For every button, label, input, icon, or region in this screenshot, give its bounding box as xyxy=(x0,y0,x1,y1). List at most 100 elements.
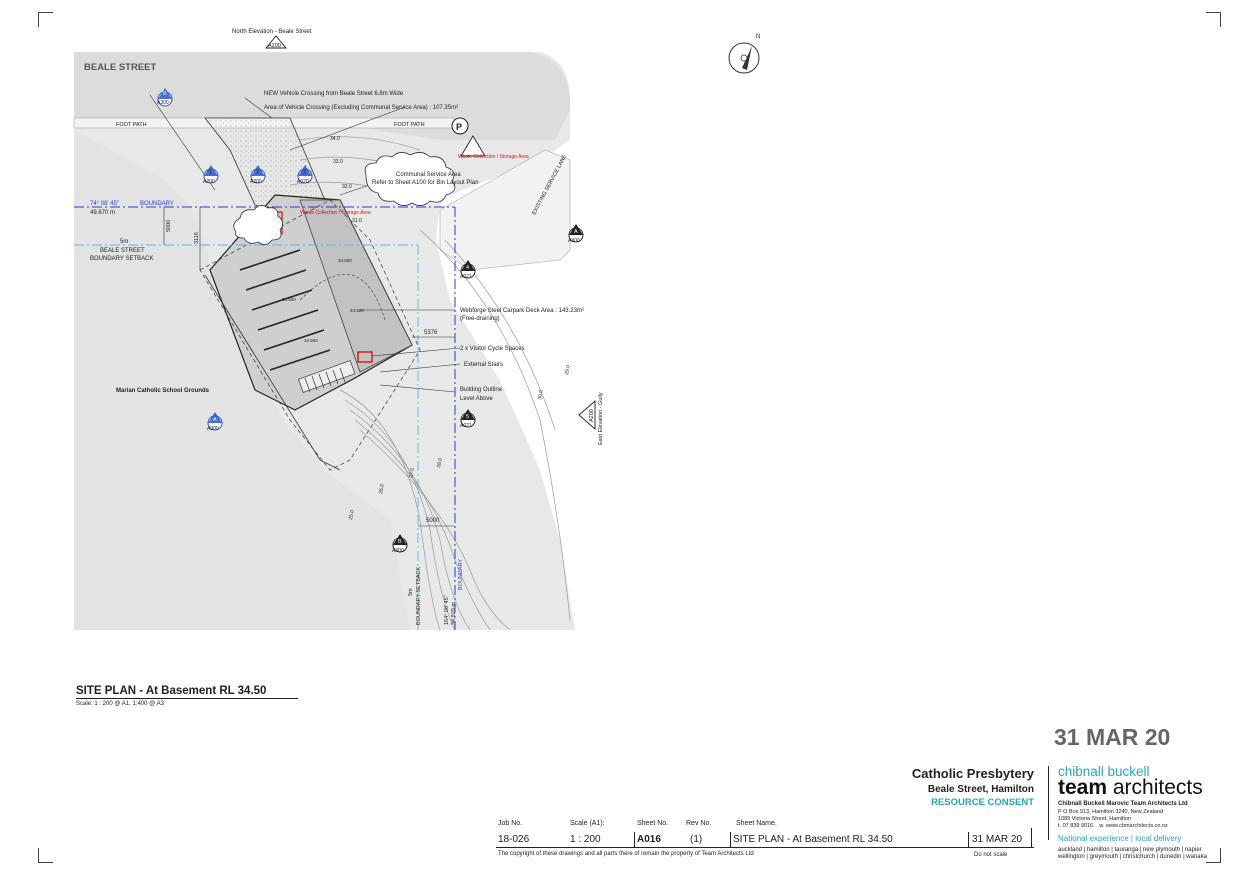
marker-ref-3: A020 xyxy=(297,179,309,185)
firm-phone: t. 07 839 9016 xyxy=(1058,823,1094,829)
external-stairs xyxy=(298,360,356,393)
scale-value: 1 : 200 xyxy=(570,834,601,845)
carpark-note-2: (Free-draining) xyxy=(460,316,500,322)
firm-company: Chibnall Buckell Marovic Team Architects… xyxy=(1058,801,1188,807)
north-symbol: N xyxy=(756,34,760,40)
marker-id-b-bottom: B xyxy=(398,539,402,545)
section-marker-a-left xyxy=(207,412,223,431)
foot-path-label-left: FOOT PATH xyxy=(116,122,147,128)
dimension-lines xyxy=(163,207,455,527)
street-name: BEALE STREET xyxy=(84,62,157,73)
carpark-note-1: Webforge Steel Carpark Deck Area : 143.2… xyxy=(460,308,584,314)
dim-5376: 5376 xyxy=(424,330,438,336)
communal-note-1: Communal Service Area xyxy=(396,172,461,178)
cycle-spaces-box xyxy=(357,351,373,363)
boundary-bearing: 74° 08' 45" xyxy=(90,201,119,207)
communal-note-2: Refer to Sheet A100 for Bin Layout Plan xyxy=(372,180,478,186)
firm-line1: chibnall buckell xyxy=(1058,764,1150,779)
marker-id-a-right: A xyxy=(574,229,578,235)
section-marker-2 xyxy=(250,165,266,184)
job-no: 18-026 xyxy=(498,834,530,845)
sheet-no: A016 xyxy=(637,834,661,845)
vehicle-area-note: Area of Vehicle Crossing (Excluding Comm… xyxy=(264,105,458,111)
boundary-setback-vertical: BOUNDARY SETBACK xyxy=(416,566,422,625)
revision-clouds xyxy=(233,152,456,245)
elevation-marker-north xyxy=(265,35,287,49)
contour-label: 29.0 xyxy=(564,365,572,376)
leader-lines xyxy=(149,94,461,393)
crop-mark-bottom-left xyxy=(38,848,53,863)
setback-label-2: BOUNDARY SETBACK xyxy=(90,256,153,262)
dim-3116: 3116 xyxy=(194,232,200,244)
scale-label: Scale (A1): xyxy=(570,820,605,827)
firm-logo: team architects xyxy=(1058,776,1203,800)
east-elevation-label: East Elevation - Gully xyxy=(598,392,604,445)
level-label: 34.500 xyxy=(350,308,364,313)
title-block-date: 31 MAR 20 xyxy=(972,834,1023,845)
title-block: Job No. 18-026 Scale (A1): 1 : 200 Sheet… xyxy=(496,820,1034,858)
marker-ref-5: A021 xyxy=(460,423,472,429)
outline-note-2: Level Above xyxy=(460,396,493,402)
parking-bays xyxy=(239,249,331,371)
contour-label: 31.0 xyxy=(352,218,362,224)
level-label: 34.500 xyxy=(338,258,352,263)
stairs-note: External Stairs xyxy=(464,362,503,368)
crop-mark-bottom-right xyxy=(1206,848,1221,863)
marker-id-1: 1 xyxy=(209,170,212,176)
project-name: Catholic Presbytery xyxy=(911,766,1034,781)
boundary-label: BOUNDARY xyxy=(140,201,174,207)
firm-line2-rest: architects xyxy=(1107,776,1203,799)
north-elevation-label: North Elevation - Beale Street xyxy=(232,29,312,35)
marker-id-a-left: A xyxy=(213,417,217,423)
section-marker-a-right xyxy=(568,224,584,243)
dim-5000-top: 5000 xyxy=(166,220,172,232)
sheet-name: SITE PLAN - At Basement RL 34.50 xyxy=(733,834,893,845)
drawing-scale: Scale: 1 : 200 @ A1, 1:400 @ A3 xyxy=(76,701,164,707)
school-grounds-label: Marian Catholic School Grounds xyxy=(116,388,210,394)
marker-ref-b-bottom: A300 xyxy=(392,548,404,554)
firm-offices1: auckland | hamilton | tauranga | new ply… xyxy=(1058,847,1202,853)
boundary-vertical: BOUNDARY xyxy=(458,559,464,590)
do-not-scale: Do not scale xyxy=(974,852,1008,858)
marker-id-4: 4 xyxy=(466,265,469,271)
waste-note-2: Waste Collection / Storage Area xyxy=(300,210,371,216)
crop-mark-top-right xyxy=(1206,12,1221,27)
dim-5000-bottom: 5000 xyxy=(426,518,440,524)
firm-web[interactable]: w. www.cbmarchitects.co.nz xyxy=(1099,823,1168,829)
north-arrow xyxy=(728,42,760,74)
level-label: 34.500 xyxy=(282,297,296,302)
cycle-note: 2 x Visitor Cycle Spaces xyxy=(460,346,525,352)
date-large: 31 MAR 20 xyxy=(1054,724,1171,750)
setback-label-1: BEALE STREET xyxy=(100,248,145,254)
contour-label: 30.0 xyxy=(537,390,545,401)
project-address: Beale Street, Hamilton xyxy=(927,784,1034,795)
bearing-vertical: 164° 08' 45" xyxy=(444,595,450,625)
contour-label: 33.0 xyxy=(333,159,343,165)
marker-ref-a-right: A300 xyxy=(568,238,580,244)
outline-note-1: Building Outline xyxy=(460,387,503,393)
marker-id-b-top: B xyxy=(163,91,167,97)
marker-ref-a-left: A300 xyxy=(207,426,219,432)
contour-label: 34.0 xyxy=(330,136,340,142)
crop-mark-top-left xyxy=(38,12,53,27)
contour-label: 28.0 xyxy=(436,458,444,469)
firm-line2-bold: team xyxy=(1058,776,1108,799)
sheet-no-label: Sheet No. xyxy=(637,820,669,827)
section-marker-1 xyxy=(203,165,219,184)
section-marker-b-top xyxy=(157,88,173,107)
contour-label: 25.0 xyxy=(348,510,356,521)
section-marker-4 xyxy=(460,260,476,279)
north-elevation-ref: A200 xyxy=(268,43,281,49)
level-label: 34.500 xyxy=(304,338,318,343)
firm-offices2: wellington | greymouth | christchurch | … xyxy=(1058,854,1207,860)
east-elevation-ref: A200 xyxy=(589,409,595,422)
parking-circle xyxy=(451,117,469,135)
marker-ref-1: A200 xyxy=(203,179,215,185)
marker-ref-4: A021 xyxy=(460,274,472,280)
vehicle-crossing-note: NEW Vehicle Crossing from Beale Street 6… xyxy=(264,91,404,97)
contour-label: 32.0 xyxy=(342,184,352,190)
setback-5m-vertical: 5m xyxy=(408,588,414,596)
contour-label: 27.0 xyxy=(408,468,416,479)
drawing-title: SITE PLAN - At Basement RL 34.50 xyxy=(76,685,298,699)
